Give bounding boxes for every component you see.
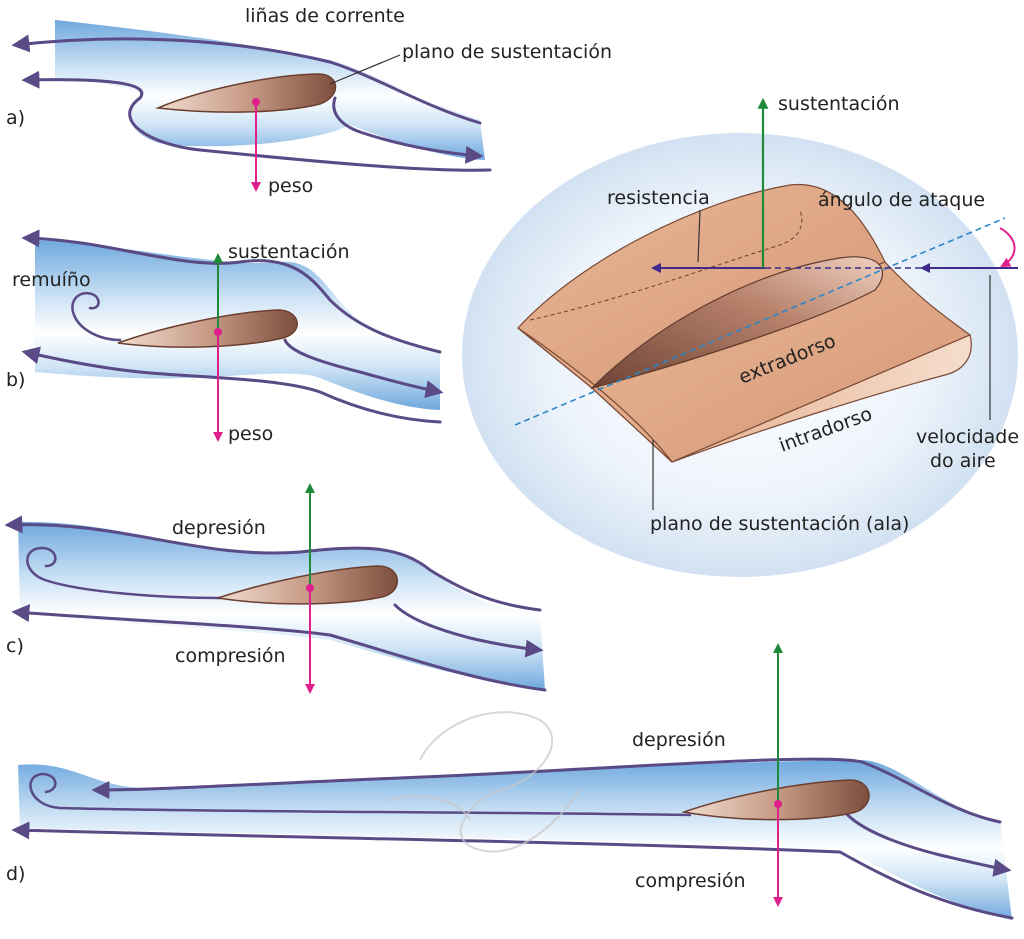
panel-b-lower-streamline [21,346,442,424]
panel-a-streamlines-label: liñas de corrente [245,5,405,27]
panel-c-high-pressure-label: compresión [175,645,286,667]
panel-b-letter: b) [6,369,25,391]
panel-c-letter: c) [6,635,24,657]
panel-c-upper-streamline [4,515,542,612]
panel-b-wake-streamline [283,338,444,399]
panel-a-airfoil-label: plano de sustentación [402,41,612,63]
wing-airfoil-section [590,256,884,390]
panel-c-low-pressure-label: depresión [172,517,266,539]
wing-lift-label: sustentación [778,93,900,115]
panel-d-high-pressure-label: compresión [635,870,746,892]
panel-d-center-dot [774,800,782,808]
panel-d: d) depresión compresión [6,643,1014,920]
wing-intrados-surface [671,334,972,463]
wing-angle-of-attack-label: ángulo de ataque [818,189,985,211]
wing-label: plano de sustentación (ala) [650,513,909,535]
panel-b-airfoil [117,309,298,348]
wing-drag-label: resistencia [607,187,710,209]
wing-panel: sustentación resistencia ángulo de ataqu… [462,93,1019,577]
panel-b-weight-label: peso [228,423,273,445]
panel-a-airfoil-leader [329,54,401,85]
wing-angle-arc [999,227,1016,267]
watermark-flourish [389,711,581,853]
panel-d-vortex-streamline [29,772,692,817]
panel-d-lower-streamline [11,821,1014,920]
wing-drag-leader [697,209,701,263]
panel-b-center-dot [214,328,222,336]
panel-b-lift-label: sustentación [228,241,350,263]
panel-b-vortex-streamline [71,291,122,342]
panel-d-airfoil [681,779,870,821]
panel-a-middle-streamline [332,96,484,164]
panel-a-upper-streamline [11,34,482,125]
panel-a-weight-label: peso [268,175,313,197]
panel-c-flow-band [18,521,545,690]
panel-c-wake-streamline [393,603,544,658]
panel-a-airfoil [155,73,337,113]
panel-d-low-pressure-label: depresión [632,729,726,751]
panel-a-letter: a) [6,107,25,129]
panel-c-center-dot [306,584,314,592]
panel-a: a) liñas de corrente plano de sustentaci… [6,5,612,197]
wing-top-surface [517,183,886,389]
panel-b-upper-streamline [21,229,442,354]
wing-chord-line [514,217,1006,426]
wing-left-face [517,327,673,463]
panel-a-center-dot [252,98,260,106]
panel-a-lower-streamline [21,70,492,172]
panel-b-vortex-label: remuíño [12,269,91,291]
panel-d-letter: d) [6,863,25,885]
panel-c-vortex-streamline [26,546,222,600]
wing-air-speed-label-line2: do aire [930,450,996,472]
wing-air-speed-label-line1: velocidade [916,426,1019,448]
panel-b: b) sustentación remuíño peso [6,229,444,445]
panel-c-lower-streamline [11,604,547,692]
panel-c: c) depresión compresión [4,483,547,694]
panel-d-upper-streamline [91,757,1002,824]
panel-d-wake-streamline [843,810,1012,877]
